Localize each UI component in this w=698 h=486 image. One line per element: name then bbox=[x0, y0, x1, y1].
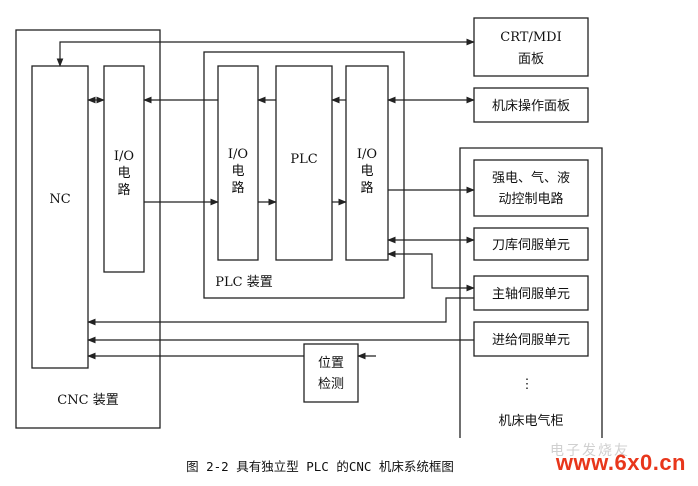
watermark-faint-text: 电子发烧友 bbox=[550, 443, 630, 459]
nc-box bbox=[31, 65, 89, 369]
cnc-device-label: CNC 装置 bbox=[57, 393, 118, 408]
cnc-io-line3: 路 bbox=[117, 182, 130, 198]
cnc-io-line2: 电 bbox=[117, 166, 130, 181]
nc-label: NC bbox=[49, 192, 70, 207]
plc-io-left-line3: 路 bbox=[231, 180, 244, 196]
tool-magazine-label: 刀库伺服单元 bbox=[492, 237, 570, 253]
cnc-io-line1: I/O bbox=[114, 149, 134, 164]
crt-mdi-line2: 面板 bbox=[518, 52, 544, 67]
plc-io-right-line2: 电 bbox=[360, 164, 373, 179]
arrow-nc-crt bbox=[56, 38, 475, 67]
cabinet-label: 机床电气柜 bbox=[498, 413, 563, 429]
arrow-ioright-spindle bbox=[387, 250, 475, 292]
position-detect-box bbox=[303, 343, 359, 403]
crt-mdi-box bbox=[473, 17, 589, 77]
plc-io-left-line2: 电 bbox=[231, 164, 244, 179]
spindle-servo-label: 主轴伺服单元 bbox=[492, 287, 570, 302]
watermark: 电子发烧友 www.6x0.cn bbox=[510, 440, 694, 480]
strong-power-box bbox=[473, 159, 589, 217]
cnc-device-box bbox=[15, 29, 161, 429]
plc-io-left-box bbox=[217, 65, 259, 261]
spindle-servo-box bbox=[473, 275, 589, 311]
plc-io-left-line1: I/O bbox=[228, 147, 248, 162]
figure-caption: 图 2-2 具有独立型 PLC 的CNC 机床系统框图 bbox=[186, 459, 454, 474]
plc-io-right-box bbox=[345, 65, 389, 261]
plc-device-label: PLC 装置 bbox=[215, 275, 272, 290]
position-detect-line1: 位置 bbox=[318, 356, 344, 371]
ellipsis-label: ⋮ bbox=[521, 377, 534, 392]
machine-panel-box bbox=[473, 87, 589, 123]
position-detect-line2: 检测 bbox=[318, 377, 344, 392]
tool-magazine-box bbox=[473, 227, 589, 261]
crt-mdi-line1: CRT/MDI bbox=[500, 30, 561, 45]
feed-servo-box bbox=[473, 321, 589, 357]
arrow-spindle-nc bbox=[87, 297, 474, 326]
machine-panel-label: 机床操作面板 bbox=[492, 98, 570, 114]
feed-servo-label: 进给伺服单元 bbox=[492, 333, 570, 348]
plc-core-label: PLC bbox=[290, 152, 317, 167]
watermark-site-text: www.6x0.cn bbox=[555, 450, 686, 475]
electrical-cabinet bbox=[459, 147, 603, 438]
plc-io-right-line3: 路 bbox=[360, 180, 373, 196]
strong-power-line2: 动控制电路 bbox=[498, 191, 563, 207]
plc-io-right-line1: I/O bbox=[357, 147, 377, 162]
strong-power-line1: 强电、气、液 bbox=[492, 170, 570, 186]
